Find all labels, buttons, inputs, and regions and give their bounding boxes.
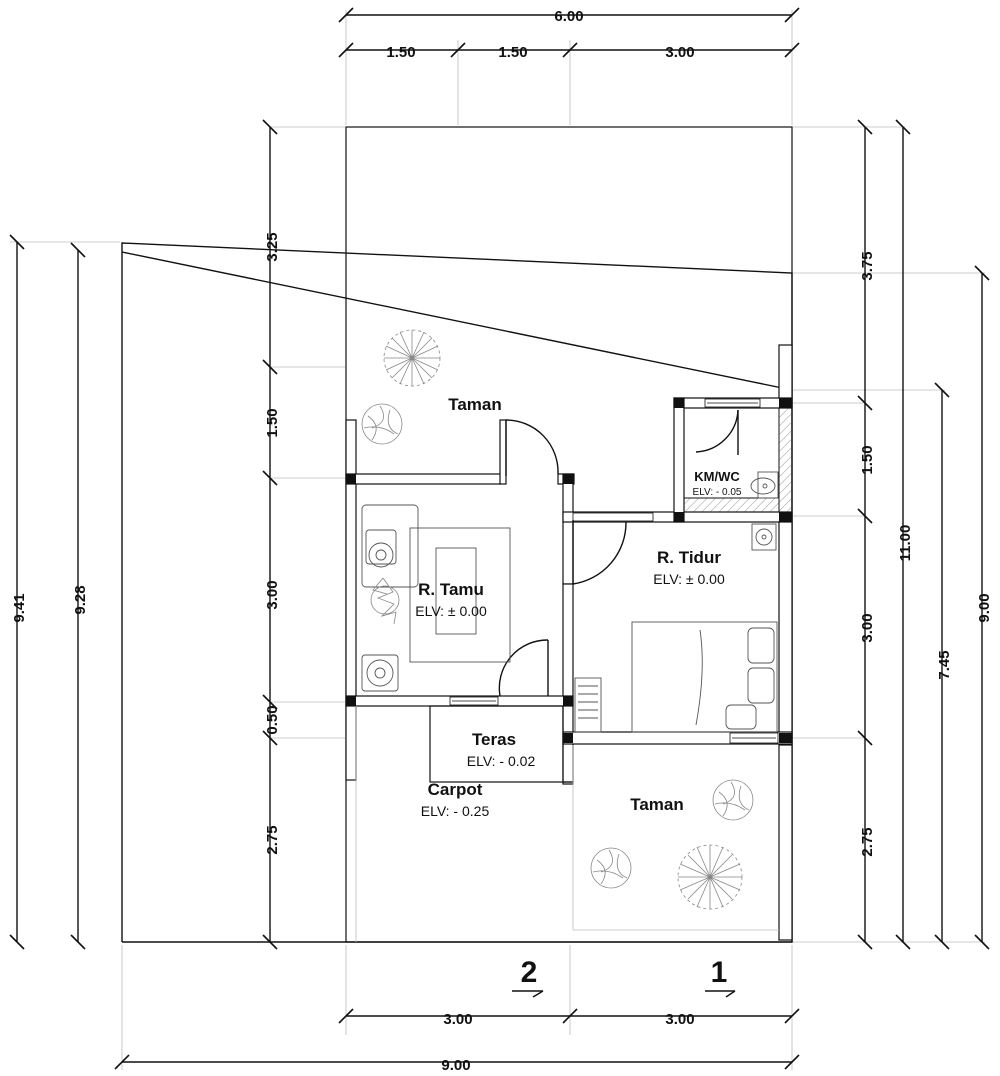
elv-tidur: ELV: ± 0.00 — [653, 571, 725, 587]
dim-top-seg-2: 1.50 — [498, 44, 527, 61]
dim-top-seg-3: 3.00 — [665, 44, 694, 61]
dim-bottom-seg-2: 3.00 — [665, 1011, 694, 1028]
dim-top-total: 6.00 — [554, 8, 583, 25]
dim-left-total-outer: 9.41 — [11, 593, 28, 622]
room-carpot: Carpot — [428, 780, 483, 799]
left-dimension-chain: 3.25 1.50 3.00 0.50 2.75 9.41 9.28 — [9, 119, 281, 950]
elv-kmwc: ELV: - 0.05 — [693, 487, 742, 498]
top-dimension-chain: 6.00 1.50 1.50 3.00 — [338, 7, 800, 61]
room-taman-bottom: Taman — [630, 795, 684, 814]
room-labels: Taman KM/WC ELV: - 0.05 R. Tidur ELV: ± … — [415, 395, 742, 819]
room-kmwc: KM/WC — [694, 469, 740, 484]
elv-teras: ELV: - 0.02 — [467, 753, 536, 769]
dim-bottom-seg-1: 3.00 — [443, 1011, 472, 1028]
bottom-dimension-chain: 3.00 3.00 9.00 — [114, 1008, 800, 1074]
room-tamu: R. Tamu — [418, 580, 484, 599]
axis-marker-2: 2 — [521, 956, 538, 989]
dim-left-total-inner: 9.28 — [72, 585, 89, 614]
section-markers: 2 1 — [512, 956, 736, 998]
dim-left-seg-5: 2.75 — [264, 825, 281, 854]
dim-left-seg-3: 3.00 — [264, 580, 281, 609]
furniture — [361, 471, 779, 733]
extension-lines — [10, 10, 985, 1070]
building-walls — [345, 344, 793, 942]
dim-top-seg-1: 1.50 — [386, 44, 415, 61]
dim-right-total-a: 11.00 — [897, 525, 914, 562]
room-taman-top: Taman — [448, 395, 502, 414]
axis-marker-1: 1 — [711, 956, 728, 989]
dim-right-total-b: 7.45 — [936, 650, 953, 679]
dim-bottom-total: 9.00 — [441, 1057, 470, 1074]
elv-tamu: ELV: ± 0.00 — [415, 603, 487, 619]
site-boundary — [121, 126, 793, 943]
garden-plants — [361, 329, 754, 910]
dim-left-seg-4: 0.50 — [264, 705, 281, 734]
dim-right-total-c: 9.00 — [976, 593, 993, 622]
dim-right-seg-4: 2.75 — [859, 827, 876, 856]
dim-right-seg-1: 3.75 — [859, 251, 876, 280]
doors — [498, 409, 739, 697]
room-tidur: R. Tidur — [657, 548, 721, 567]
elv-carpot: ELV: - 0.25 — [421, 803, 490, 819]
right-dimension-chain: 3.75 1.50 3.00 2.75 11.00 7.45 9.00 — [857, 119, 993, 950]
room-teras: Teras — [472, 730, 516, 749]
dim-left-seg-1: 3.25 — [264, 232, 281, 261]
dim-left-seg-2: 1.50 — [264, 408, 281, 437]
dim-right-seg-3: 3.00 — [859, 613, 876, 642]
dim-right-seg-2: 1.50 — [859, 445, 876, 474]
